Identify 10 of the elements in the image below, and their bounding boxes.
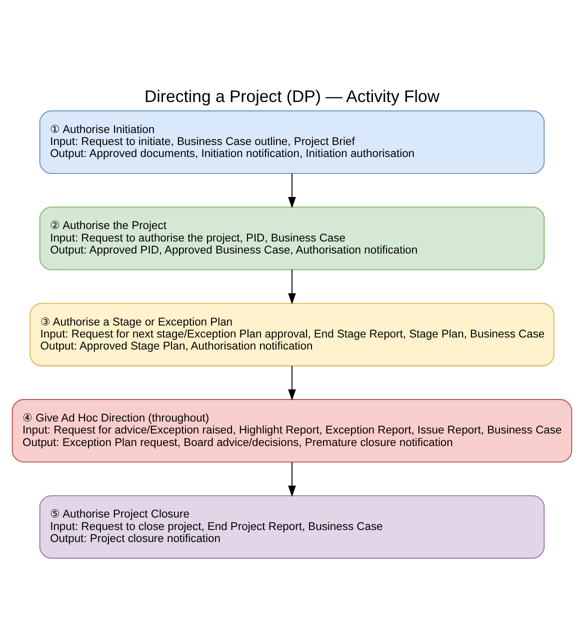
- arrow: [288, 173, 296, 208]
- node-box: ① Authorise Initiation Input: Request to initiate, Business Case outline, Project Brief Output: Approved documents, Initiation notification, Initiation authorisation: [39, 110, 545, 174]
- arrow: [288, 365, 296, 401]
- node-box: ② Authorise the Project Input: Request to authorise the project, PID, Business Case Output: Approved PID, Approved Business Case, Authorisation notification: [39, 206, 545, 270]
- diagram-title: Directing a Project (DP) — Activity Flow: [144, 86, 440, 106]
- node-box: ④ Give Ad Hoc Direction (throughout) Input: Request for advice/Exception raised, Highlight Report, Exception Report, Issue Report, Business Case Output: Exception Plan request, Board advice/decisions, Premature closure notification: [12, 399, 572, 463]
- arrow: [288, 269, 296, 304]
- node-box: ⑤ Authorise Project Closure Input: Request to close project, End Project Report, Business Case Output: Project closure notification: [39, 495, 545, 559]
- arrow: [288, 462, 296, 497]
- node-box: ③ Authorise a Stage or Exception Plan Input: Request for next stage/Exception Plan approval, End Stage Report, Stage Plan, Business Case Output: Approved Stage Plan, Authorisation notification: [30, 302, 554, 366]
